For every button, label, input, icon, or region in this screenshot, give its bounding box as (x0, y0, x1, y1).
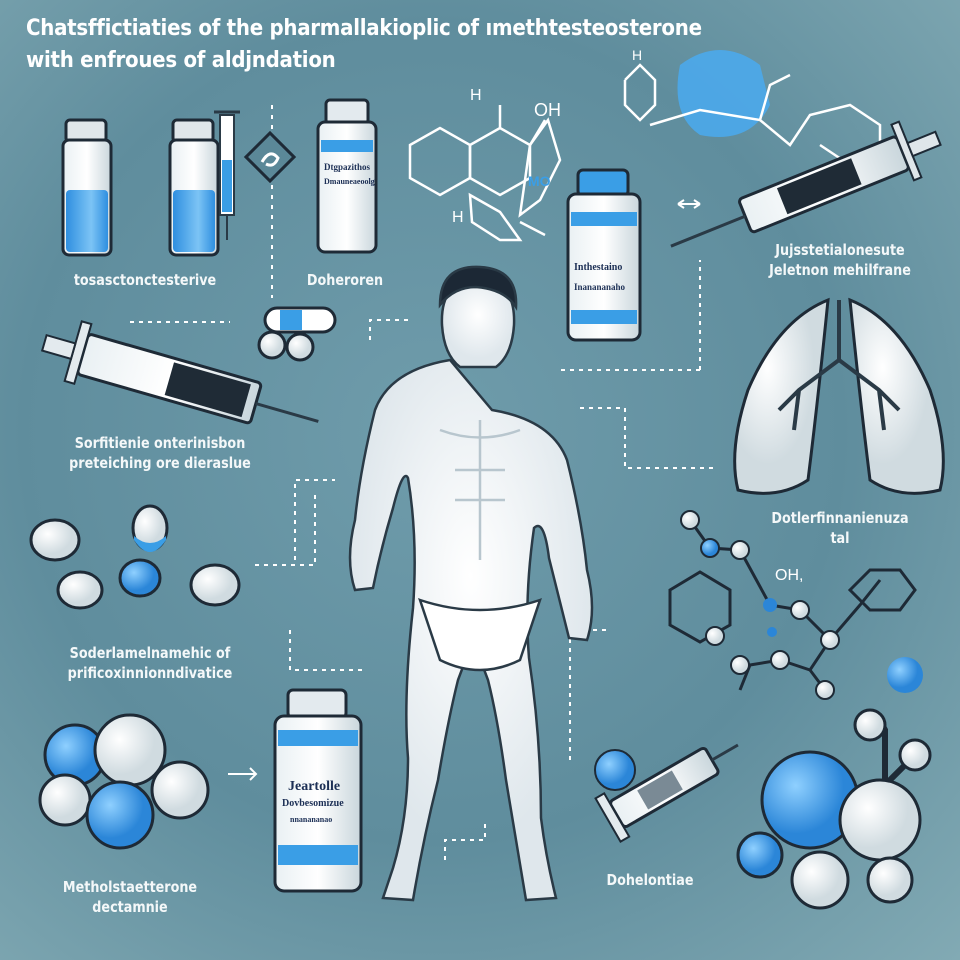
chemical-structure-top (408, 105, 562, 242)
human-figure (348, 265, 594, 902)
vial-bottom-label-3: nnanananao (290, 815, 332, 824)
arrow-icon (228, 767, 258, 781)
label-top-left-vials: tosasctonctesterive (73, 271, 217, 289)
label-left-pills-line-2: prificoxinnionndivatice (67, 664, 233, 682)
chem-h-top: H (470, 87, 482, 104)
vial-bottom-label-2: Dovbesomizue (282, 798, 344, 809)
double-arrow-icon (677, 199, 701, 209)
vial-bottom-label-1: Jeartolle (288, 779, 340, 794)
pills-left (29, 504, 241, 610)
vial-center-label-2: Inanananaho (574, 282, 626, 292)
molecule-right: OH, (668, 510, 923, 700)
vial-bottom: Jeartolle Dovbesomizue nnanananao (273, 688, 363, 893)
chem-oh-right: OH, (775, 567, 803, 584)
small-syringe-icon (214, 110, 240, 240)
label-left-syringe-line-2: preteiching ore dieraslue (69, 454, 251, 472)
label-left-pills-line-1: Soderlamelnamehic of (69, 644, 231, 662)
vial-top: Dtgpazithos Dmauneaeoolg (316, 98, 378, 254)
vial-top-left-2 (168, 118, 220, 257)
chem-oh-top: OH (534, 100, 561, 120)
label-top-vial: Doheroren (306, 271, 384, 289)
chem-h-left: H (452, 209, 464, 226)
label-left-pills: Soderlamelnamehic of prificoxinnionndiva… (57, 643, 244, 683)
label-right-syringe: Jujsstetialonesute Jeletnon mehilfrane (759, 240, 921, 280)
spheres-bottom-right (736, 708, 932, 910)
title-line-1: Chatsffictiaties of the pharmallakioplic… (26, 16, 702, 41)
spheres-bottom-left (38, 713, 210, 850)
label-bottom-left: Metholstaetterone dectamnie (45, 877, 215, 917)
chem-mo: MO (528, 173, 551, 189)
blue-sphere (594, 749, 636, 791)
label-lungs: Dotlerfinnanienuza tal (755, 508, 925, 548)
label-right-syringe-line-1: Jujsstetialonesute (775, 241, 905, 259)
vial-center-label-1: Inthestaino (574, 262, 622, 273)
label-left-syringe-line-1: Sorfitienie onterinisbon (74, 434, 246, 452)
label-lungs-line-1: Dotlerfinnanienuza (771, 509, 909, 527)
label-right-syringe-line-2: Jeletnon mehilfrane (769, 261, 911, 279)
lungs-illustration (733, 297, 945, 495)
title-line-2: with enfroues of aldjndation (26, 48, 336, 73)
chem-h-struct: H (632, 47, 642, 63)
molecule-top-right: H (623, 47, 882, 167)
label-bottom-left-line-2: dectamnie (92, 898, 168, 916)
label-lungs-line-2: tal (830, 529, 850, 547)
syringe-top-right (670, 120, 942, 248)
vial-top-left-1 (61, 118, 113, 257)
vial-center: Inthestaino Inanananaho (566, 168, 642, 342)
label-bottom-center-right: Dohelontiae (606, 871, 694, 889)
syringe-bottom (594, 743, 739, 844)
diamond-icon (243, 130, 297, 184)
syringe-left (40, 320, 319, 425)
vial-top-label-1: Dtgpazithos (324, 162, 370, 172)
vial-top-label-2: Dmauneaeoolg (324, 177, 375, 186)
label-bottom-left-line-1: Metholstaetterone (62, 878, 198, 896)
pills-top-center (257, 306, 337, 362)
label-left-syringe: Sorfitienie onterinisbon preteiching ore… (58, 433, 262, 473)
